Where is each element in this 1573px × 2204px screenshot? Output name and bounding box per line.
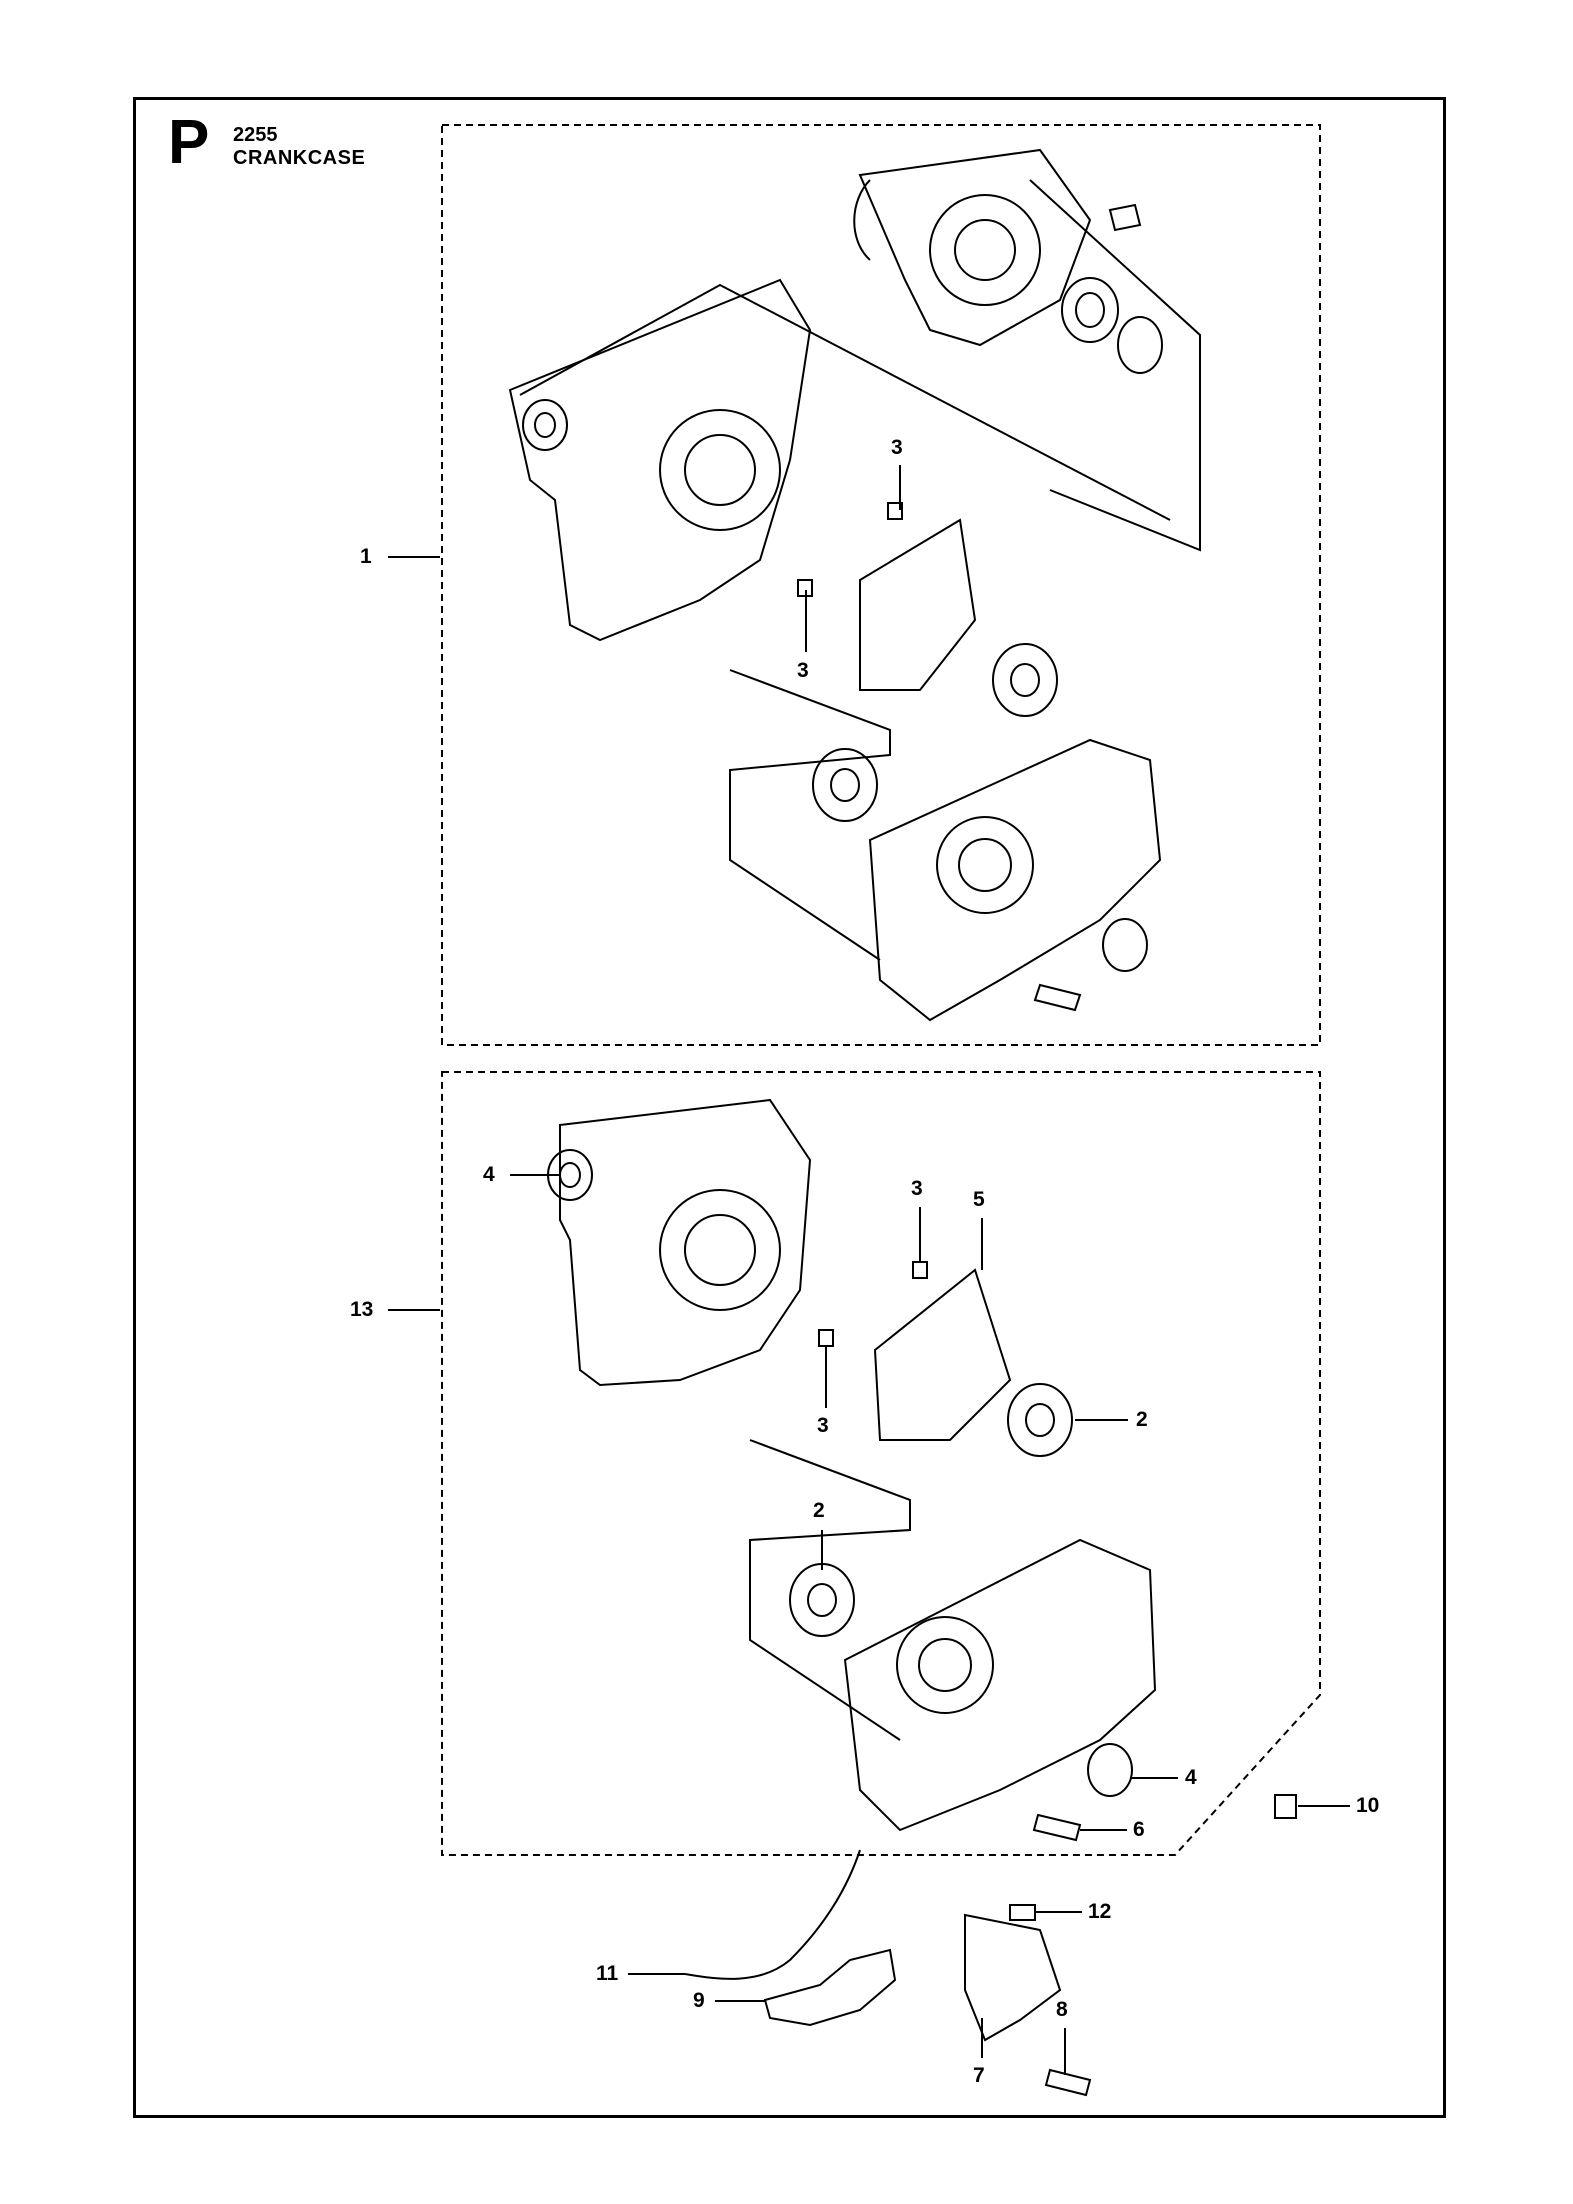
top-gasket [859, 518, 977, 691]
callout-13: 13 [350, 1298, 374, 1321]
cover-7 [964, 1913, 1062, 2042]
section-letter: P [168, 108, 210, 177]
top-crankcase-left [508, 278, 1171, 961]
callout-11: 11 [596, 1962, 619, 1985]
top-seal-right [1102, 918, 1148, 972]
bottom-crankcase-right [789, 1538, 1297, 1921]
bottom-seal-right [1087, 1743, 1133, 1797]
top-assembly-box [441, 124, 1321, 1046]
bottom-gasket [873, 1268, 1012, 1441]
top-screw [1033, 983, 1082, 1012]
top-pin-lower [797, 579, 813, 597]
bottom-assembly-box [441, 1071, 1321, 1856]
page-code: 2255 [233, 124, 278, 146]
top-bearing-left [812, 748, 878, 822]
plug-10 [1274, 1794, 1297, 1819]
callout-10: 10 [1356, 1794, 1380, 1817]
callout-6: 6 [1133, 1818, 1145, 1841]
top-oring [1117, 316, 1163, 374]
callout-3-top-lower: 3 [797, 659, 809, 682]
page-title: CRANKCASE [233, 147, 366, 169]
bottom-bearing-left [789, 1563, 855, 1637]
top-pin-upper [887, 502, 903, 520]
bottom-pin-lower [818, 1329, 834, 1347]
top-crankcase-right [812, 738, 1162, 1022]
top-sleeve [1108, 203, 1142, 232]
callout-3-lower: 3 [817, 1414, 829, 1437]
top-seal [1061, 277, 1119, 343]
page-frame [133, 97, 1446, 2118]
bottom-crankcase-left [547, 1098, 1073, 1741]
screw-8 [1044, 2068, 1092, 2097]
callout-3-upper: 3 [911, 1177, 923, 1200]
callout-5: 5 [973, 1188, 985, 1211]
callout-8: 8 [1056, 1998, 1068, 2021]
callout-1: 1 [360, 545, 372, 568]
top-housing-cover [853, 148, 1201, 552]
cable-11 [684, 1849, 861, 1980]
bottom-seal-left [547, 1149, 593, 1201]
bottom-pin-upper [912, 1261, 928, 1279]
nipple-12 [1009, 1904, 1036, 1921]
bottom-screw-6 [1032, 1813, 1082, 1842]
callout-2-left: 2 [813, 1499, 825, 1522]
top-bearing-right [992, 643, 1058, 717]
callout-3-top-upper: 3 [891, 436, 903, 459]
top-seal-left [522, 399, 568, 451]
bottom-bearing-right [1007, 1383, 1073, 1457]
callout-2-right: 2 [1136, 1408, 1148, 1431]
callout-4-left: 4 [483, 1163, 495, 1186]
callout-7: 7 [973, 2064, 985, 2087]
callout-9: 9 [693, 1989, 705, 2012]
callout-12: 12 [1088, 1900, 1112, 1923]
callout-4-right: 4 [1185, 1766, 1197, 1789]
bracket-9 [763, 1948, 897, 2027]
